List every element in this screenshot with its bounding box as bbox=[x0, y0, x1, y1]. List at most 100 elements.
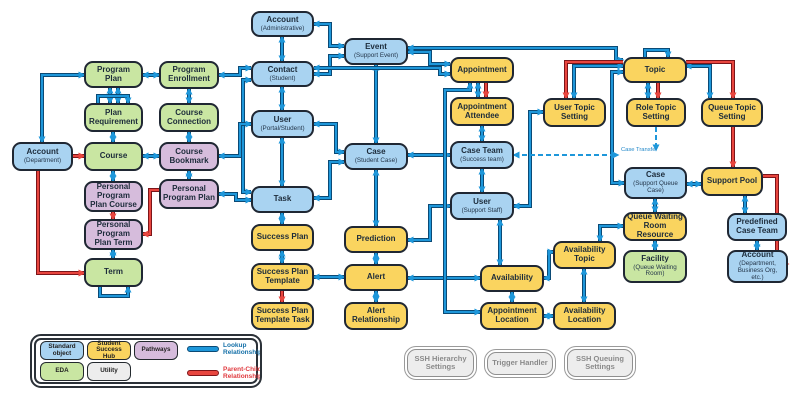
parent-child-line-swatch bbox=[187, 369, 219, 376]
node-appointment-location: Appointment Location bbox=[480, 302, 544, 330]
node-sublabel: (Administrative) bbox=[260, 24, 305, 32]
node-label: Trigger Handler bbox=[492, 358, 548, 368]
node-label: SSH Hierarchy Settings bbox=[414, 353, 467, 371]
node-contact-student: Contact(Student) bbox=[251, 61, 314, 87]
node-program-enrollment: Program Enrollment bbox=[159, 61, 219, 89]
legend-utility-label: Utility bbox=[100, 367, 118, 375]
node-label: Queue Waiting Room Resource bbox=[627, 212, 683, 239]
legend-eda-swatch: EDA bbox=[40, 362, 84, 381]
node-course-bookmark: Course Bookmark bbox=[159, 142, 219, 171]
node-sublabel: (Department) bbox=[23, 157, 62, 165]
node-sublabel: (Queue Waiting Room) bbox=[633, 263, 677, 278]
node-sublabel: (Student) bbox=[269, 74, 296, 82]
node-label: Appointment Attendee bbox=[457, 101, 507, 120]
node-label: Program Enrollment bbox=[168, 65, 210, 83]
node-label: Predefined Case Team bbox=[736, 217, 778, 235]
lookup-line-swatch bbox=[187, 346, 219, 353]
node-label: Term bbox=[104, 267, 123, 277]
node-label: Availability Location bbox=[563, 306, 606, 324]
node-sublabel: (Support Queue Case) bbox=[633, 180, 678, 194]
node-label: Course Bookmark bbox=[169, 146, 209, 165]
node-personal-program-plan-course: Personal Program Plan Course bbox=[84, 181, 143, 212]
legend-standard-object-swatch: Standard object bbox=[40, 341, 84, 360]
node-label: User bbox=[273, 114, 292, 124]
node-label: Facility bbox=[641, 253, 669, 263]
node-label: Course bbox=[99, 151, 128, 161]
lookup-relationship-legend: Lookup Relationship bbox=[187, 342, 275, 357]
node-topic: Topic bbox=[623, 57, 687, 83]
node-label: Queue Topic Setting bbox=[708, 102, 756, 121]
node-availability: Availability bbox=[480, 265, 544, 292]
node-label: Case bbox=[645, 170, 666, 180]
node-case-student-case: Case(Student Case) bbox=[344, 143, 408, 170]
legend-student-success-hub-swatch: Student Success Hub bbox=[87, 339, 131, 360]
node-label: Appointment Location bbox=[487, 306, 537, 324]
node-label: Account bbox=[266, 14, 299, 24]
node-account-administrative: Account(Administrative) bbox=[251, 11, 314, 37]
node-label: User bbox=[473, 196, 491, 206]
node-sublabel: (Portal/Student) bbox=[260, 124, 305, 132]
node-queue-waiting-room-resource: Queue Waiting Room Resource bbox=[623, 212, 687, 241]
node-personal-program-plan-term: Personal Program Plan Term bbox=[84, 219, 143, 250]
legend-eda-label: EDA bbox=[55, 367, 69, 375]
node-label: Success Plan Template Task bbox=[255, 306, 310, 324]
node-label: Personal Program Plan Course bbox=[90, 182, 137, 209]
legend-line-types: Lookup Relationship Parent-Child Relatio… bbox=[187, 342, 275, 381]
node-label: Availability bbox=[491, 273, 533, 283]
legend-student-success-hub-label: Student Success Hub bbox=[96, 339, 122, 360]
node-label: Contact bbox=[267, 64, 298, 74]
node-label: Prediction bbox=[356, 234, 396, 244]
node-appointment: Appointment bbox=[450, 57, 514, 83]
node-role-topic-setting: Role Topic Setting bbox=[626, 98, 686, 127]
node-label: Case bbox=[366, 147, 386, 157]
node-program-plan: Program Plan bbox=[84, 61, 143, 88]
node-label: Success Plan Template bbox=[256, 267, 309, 285]
node-label: Course Connection bbox=[167, 107, 211, 126]
legend-pathways-label: Pathways bbox=[141, 346, 171, 354]
node-label: Program Plan bbox=[97, 64, 130, 83]
case-transfer-label: Case Transfer bbox=[621, 147, 658, 153]
node-label: Success Plan bbox=[256, 232, 309, 242]
node-plan-requirement: Plan Requirement bbox=[84, 103, 143, 132]
node-success-plan-template: Success Plan Template bbox=[251, 263, 314, 291]
node-trigger-handler: Trigger Handler bbox=[484, 349, 556, 378]
node-alert-relationship: Alert Relationship bbox=[344, 302, 408, 330]
node-label: Personal Program Plan bbox=[163, 184, 216, 202]
node-alert: Alert bbox=[344, 264, 408, 291]
node-account-department-business-org: Account(Department, Business Org, etc.) bbox=[727, 250, 788, 283]
node-label: Event bbox=[365, 42, 387, 52]
node-label: Role Topic Setting bbox=[635, 102, 677, 121]
node-task: Task bbox=[251, 186, 314, 213]
node-support-pool: Support Pool bbox=[701, 167, 763, 196]
node-sublabel: (Student Case) bbox=[354, 157, 398, 165]
node-label: Support Pool bbox=[706, 176, 758, 186]
parent-child-relationship-legend: Parent-Child Relationship bbox=[187, 366, 275, 381]
node-availability-location: Availability Location bbox=[553, 302, 616, 330]
node-availability-topic: Availability Topic bbox=[553, 241, 616, 269]
node-queue-topic-setting: Queue Topic Setting bbox=[701, 98, 763, 127]
node-sublabel: (Support Staff) bbox=[461, 206, 503, 214]
node-sublabel: (Support Event) bbox=[353, 52, 399, 60]
legend: Standard object Student Success Hub Path… bbox=[30, 334, 262, 388]
node-label: Account bbox=[741, 250, 774, 260]
node-ssh-hierarchy-settings: SSH Hierarchy Settings bbox=[404, 346, 477, 380]
node-success-plan: Success Plan bbox=[251, 224, 314, 251]
node-success-plan-template-task: Success Plan Template Task bbox=[251, 302, 314, 330]
node-label: Alert Relationship bbox=[351, 306, 400, 324]
node-user-topic-setting: User Topic Setting bbox=[543, 98, 606, 127]
legend-standard-object-label: Standard object bbox=[48, 342, 76, 357]
node-event-support-event: Event(Support Event) bbox=[344, 38, 408, 65]
node-personal-program-plan: Personal Program Plan bbox=[159, 179, 219, 209]
node-label: Personal Program Plan Term bbox=[94, 220, 133, 247]
node-label: Alert bbox=[366, 272, 386, 282]
node-term: Term bbox=[84, 258, 143, 287]
lookup-line-label: Lookup Relationship bbox=[223, 341, 263, 357]
node-ssh-queuing-settings: SSH Queuing Settings bbox=[564, 346, 636, 380]
legend-categories: Standard object Student Success Hub Path… bbox=[40, 339, 178, 381]
node-sublabel: (Success team) bbox=[460, 155, 504, 163]
node-label: SSH Queuing Settings bbox=[576, 353, 624, 371]
node-appointment-attendee: Appointment Attendee bbox=[450, 97, 514, 126]
node-facility: Facility(Queue Waiting Room) bbox=[623, 250, 687, 283]
